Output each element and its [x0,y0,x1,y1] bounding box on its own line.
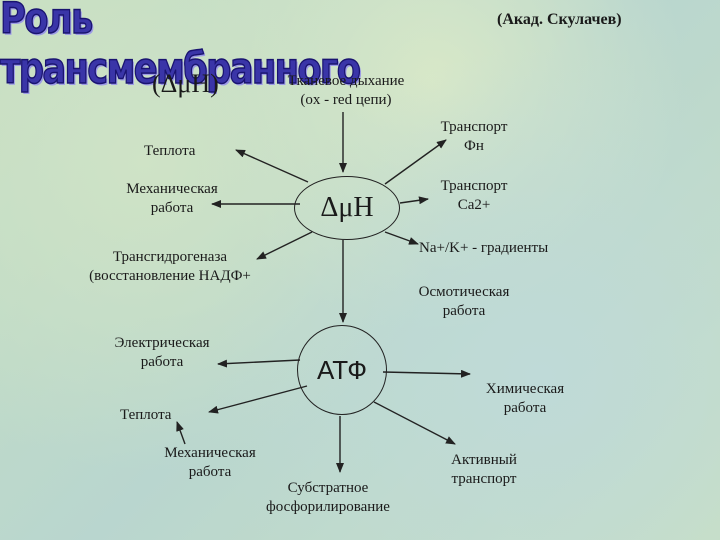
mech-work-label-top: Механическая работа [108,180,236,218]
mech-work-top-line2: работа [150,200,194,216]
transport-fn-label: Транспорт Фн [424,118,524,156]
dmh-node: ΔμН [294,176,400,240]
active-transport-line2: транспорт [451,471,517,487]
arrow-atf-to-active [373,401,456,445]
tissue-respiration-label: Тканевое дыхание (ox - red цепи) [266,72,426,110]
transhydrogenase-label: Трансгидрогеназа (восстановление НАДФ+ [64,248,276,286]
na-k-gradient-label: Na+/K+ - градиенты [419,240,549,256]
transport-fn-line2: Фн [464,138,484,154]
tissue-respiration-line2: (ox - red цепи) [300,92,392,108]
substrate-phosphorylation-line2: фосфорилирование [266,499,390,515]
electrical-work-label: Электрическая работа [94,334,230,372]
tissue-respiration-line1: Тканевое дыхание [287,73,405,89]
chemical-work-label: Химическая работа [470,380,580,418]
heat-label-bottom: Теплота [120,407,172,423]
osmotic-work-label: Осмотическая работа [396,283,532,321]
substrate-phosphorylation-line1: Субстратное [287,480,369,496]
osmotic-work-line1: Осмотическая [418,284,510,300]
chemical-work-line1: Химическая [485,381,565,397]
transport-fn-line1: Транспорт [440,119,508,135]
dmh-left-label: (ΔμН) [152,69,219,98]
mech-work-top-line1: Механическая [126,181,218,197]
transport-ca-line2: Са2+ [457,197,491,213]
electrical-work-line2: работа [140,354,184,370]
transhydrogenase-line2: (восстановление НАДФ+ [89,268,251,284]
arrow-atf-to-heat [208,385,308,414]
arrow-mech-to-heat [176,421,186,445]
heat-label-top: Теплота [144,143,196,159]
author-label: (Акад. Скулачев) [497,11,622,28]
atf-node: АТФ [297,325,387,415]
mech-work-bottom-line2: работа [188,464,232,480]
arrow-atf-to-chem [382,369,471,378]
arrow-dmh-to-transhydro [256,231,313,260]
active-transport-label: Активный транспорт [432,451,536,489]
arrow-dmh-to-transport-ca [399,196,429,205]
transhydrogenase-line1: Трансгидрогеназа [112,249,228,265]
transport-ca-label: Транспорт Са2+ [424,177,524,215]
osmotic-work-line2: работа [442,303,486,319]
transport-ca-line1: Транспорт [440,178,508,194]
electrical-work-line1: Электрическая [114,335,210,351]
mech-work-label-bottom: Механическая работа [146,444,274,482]
substrate-phosphorylation-label: Субстратное фосфорилирование [248,479,408,517]
arrow-dmh-to-transport-fn [384,139,447,185]
arrow-dmh-to-nak [384,231,419,245]
chemical-work-line2: работа [503,400,547,416]
arrow-dmh-to-heat [235,149,309,183]
page-title: Роль трансмембранного [0,0,362,95]
arrow-atf-to-elec [217,359,301,368]
mech-work-bottom-line1: Механическая [164,445,256,461]
active-transport-line1: Активный [451,452,517,468]
